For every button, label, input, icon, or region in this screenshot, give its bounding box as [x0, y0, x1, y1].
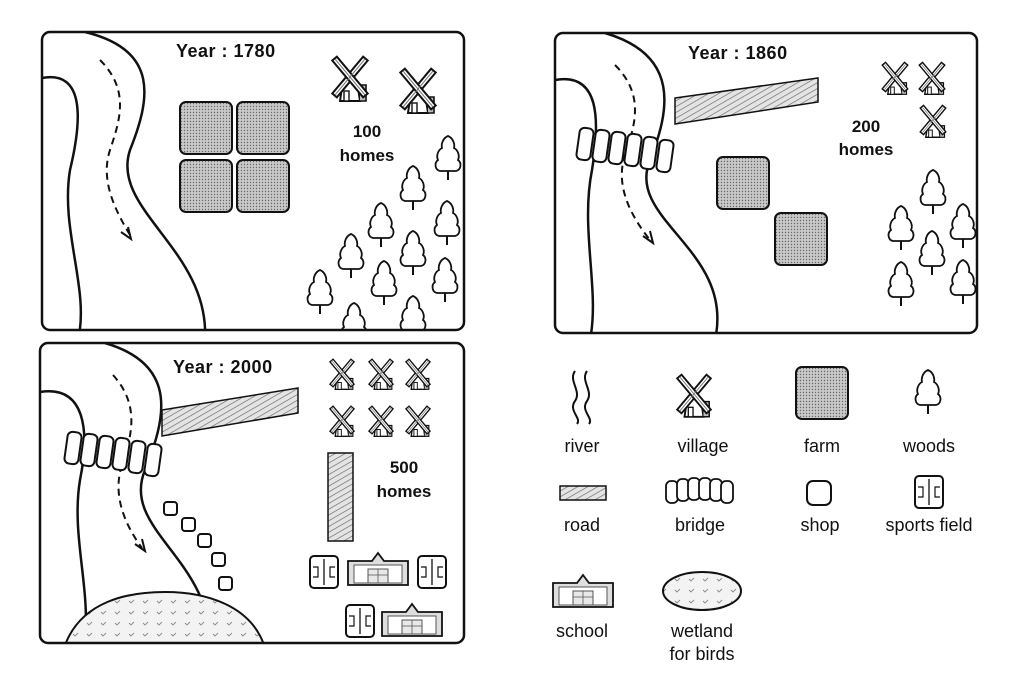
legend-village-label: village [677, 436, 728, 456]
tree-icon [914, 369, 942, 415]
homes-label-1780: homes [340, 146, 395, 165]
homes-count-1780: 100 [353, 122, 381, 141]
farm-icon [716, 156, 828, 266]
school-icon [552, 574, 614, 608]
windmill-icon [881, 61, 947, 138]
windmill-icon [329, 358, 431, 438]
legend-wetland-label: wetland [670, 621, 733, 641]
bridge-icon [62, 430, 164, 478]
homes-label-1860: homes [839, 140, 894, 159]
map-1780: Year : 1780 100 homes [40, 30, 466, 332]
tree-icon [887, 169, 977, 307]
legend-road-label: road [564, 515, 600, 535]
road-icon [559, 485, 607, 501]
legend-woods-label: woods [902, 436, 955, 456]
legend: river village farm woods road bridge sho… [552, 366, 973, 664]
year-label-2000: Year : 2000 [173, 357, 273, 377]
legend-wetland-label-line2: for birds [669, 644, 734, 664]
road-icon [327, 452, 354, 542]
windmill-icon [676, 373, 712, 418]
sports-field-icon [914, 475, 944, 509]
river-icon [572, 370, 592, 425]
homes-label-2000: homes [377, 482, 432, 501]
river-icon [42, 75, 83, 330]
year-label-1860: Year : 1860 [688, 43, 788, 63]
legend-bridge-label: bridge [675, 515, 725, 535]
shop-icon [806, 480, 832, 506]
wetland-icon [662, 571, 742, 611]
homes-count-1860: 200 [852, 117, 880, 136]
map-2000: Year : 2000 500 homes [38, 341, 466, 645]
legend-sports-field-label: sports field [885, 515, 972, 535]
legend-shop-label: shop [800, 515, 839, 535]
legend-school-label: school [556, 621, 608, 641]
road-icon [161, 387, 299, 437]
road-icon [674, 77, 819, 125]
shop-icon [163, 501, 233, 591]
year-label-1780: Year : 1780 [176, 41, 276, 61]
wetland-icon [62, 590, 267, 643]
homes-count-2000: 500 [390, 458, 418, 477]
farm-icon [179, 101, 290, 213]
legend-farm-label: farm [804, 436, 840, 456]
tree-icon [306, 135, 462, 330]
legend-river-label: river [565, 436, 600, 456]
bridge-icon [665, 477, 734, 504]
farm-icon [795, 366, 849, 420]
windmill-icon [331, 55, 437, 114]
map-1860: Year : 1860 200 homes [553, 31, 979, 335]
